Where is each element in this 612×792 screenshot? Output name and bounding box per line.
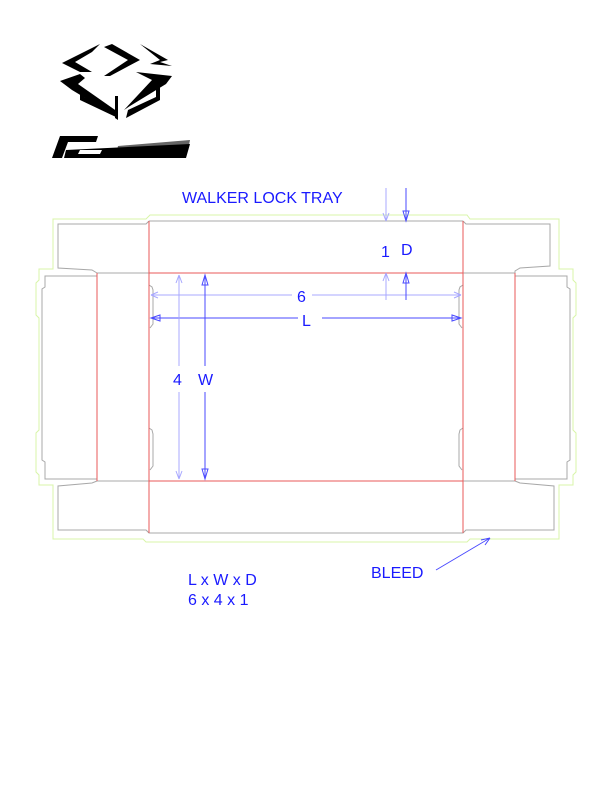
cut-lines — [41, 220, 571, 534]
dimension-lines — [149, 188, 491, 571]
bleed-label: BLEED — [371, 565, 423, 582]
width-label: W — [198, 372, 214, 389]
depth-value: 1 — [381, 244, 390, 261]
bleed-outline — [35, 214, 577, 543]
length-value: 6 — [297, 289, 306, 306]
diagram-title: WALKER LOCK TRAY — [182, 190, 343, 207]
width-value: 4 — [173, 372, 182, 389]
length-label: L — [302, 313, 311, 330]
formula-values: 6 x 4 x 1 — [188, 592, 249, 609]
formula-label: L x W x D — [188, 572, 257, 589]
depth-label: D — [401, 242, 413, 259]
fold-lines — [96, 221, 516, 533]
fampack-logo — [52, 44, 190, 158]
